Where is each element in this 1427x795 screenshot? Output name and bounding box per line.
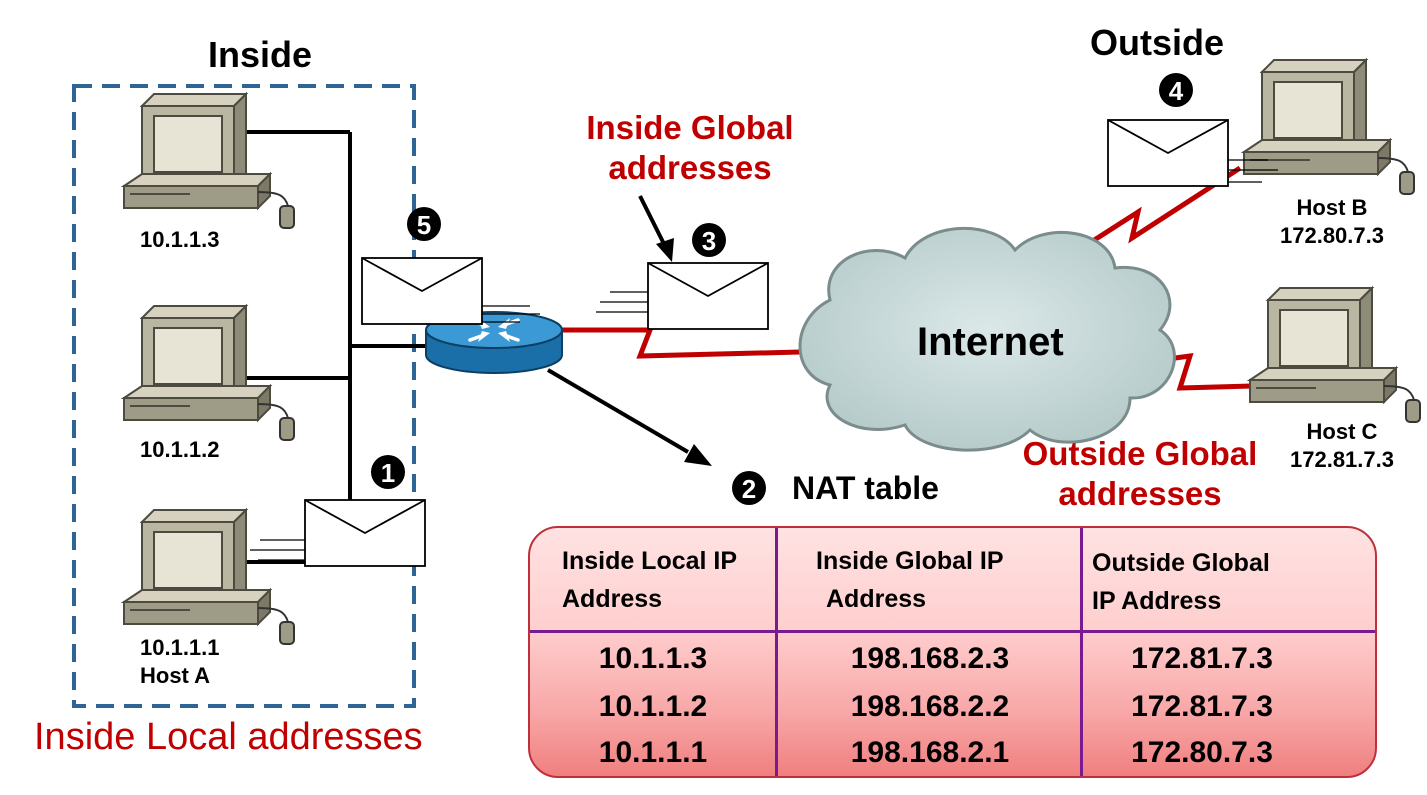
host-ip-10-1-1-3: 10.1.1.3 — [140, 227, 220, 252]
step-4-label: 4 — [1169, 76, 1184, 106]
envelope-3 — [596, 262, 769, 330]
host-b-name: Host B — [1296, 195, 1368, 220]
internet-cloud — [798, 226, 1176, 452]
nat-cell: 172.80.7.3 — [1131, 736, 1273, 769]
nat-header-inside-local-line-1: Inside Local IP — [562, 547, 738, 575]
host-a-ip: 10.1.1.1 — [140, 635, 220, 660]
host-ip-10-1-1-2: 10.1.1.2 — [140, 437, 220, 462]
nat-cell: 10.1.1.2 — [598, 690, 708, 723]
outside-global-label: Outside Global addresses — [1000, 434, 1280, 514]
inside-heading: Inside — [208, 34, 313, 75]
nat-header-inside-local-line-2: Address — [562, 585, 663, 613]
host-b-label: Host B 172.80.7.3 — [1262, 194, 1402, 250]
host-c-label: Host C 172.81.7.3 — [1272, 418, 1412, 474]
inside-global-line-2: addresses — [608, 149, 772, 186]
inside-dashed-box — [72, 84, 416, 708]
step-1-label: 1 — [381, 458, 395, 488]
inside-pc-1 — [123, 93, 295, 229]
outside-heading: Outside — [1090, 22, 1225, 63]
outside-global-line-1: Outside Global — [1022, 435, 1258, 472]
host-b-pc — [1243, 59, 1415, 195]
nat-header-inside-local: Inside Local IP Address — [562, 542, 737, 618]
outside-global-line-2: addresses — [1058, 475, 1222, 512]
nat-header-inside-global: Inside Global IP Address — [816, 542, 1004, 618]
host-b-ip: 172.80.7.3 — [1280, 223, 1384, 248]
step-badge-5: 5 — [407, 207, 441, 241]
step-3-label: 3 — [702, 226, 716, 256]
nat-table-col-divider — [775, 528, 778, 776]
internet-label: Internet — [917, 320, 1064, 364]
nat-arrow — [546, 368, 712, 466]
nat-table-col-divider — [1080, 528, 1083, 776]
router — [425, 311, 563, 374]
nat-cell: 198.168.2.2 — [850, 690, 1010, 723]
inside-global-label: Inside Global addresses — [560, 108, 820, 188]
step-5-label: 5 — [417, 210, 431, 240]
nat-header-inside-global-line-2: Address — [826, 585, 927, 613]
inside-local-label: Inside Local addresses — [34, 716, 423, 758]
inside-global-line-1: Inside Global — [586, 109, 794, 146]
host-c-ip: 172.81.7.3 — [1290, 447, 1394, 472]
nat-cell: 198.168.2.3 — [850, 642, 1010, 675]
inside-pc-2 — [123, 305, 295, 441]
step-badge-1: 1 — [371, 455, 405, 489]
inside-global-arrow — [638, 195, 674, 262]
step-badge-3: 3 — [692, 223, 726, 257]
step-badge-2: 2 — [732, 471, 766, 505]
nat-header-outside-global-line-2: IP Address — [1092, 587, 1222, 615]
step-badge-4: 4 — [1159, 73, 1193, 107]
nat-cell: 10.1.1.1 — [598, 736, 708, 769]
nat-cell: 172.81.7.3 — [1131, 642, 1273, 675]
nat-cell: 172.81.7.3 — [1131, 690, 1273, 723]
host-a-name: Host A — [140, 663, 211, 688]
inside-pc-3 — [123, 509, 295, 645]
nat-header-outside-global: Outside Global IP Address — [1092, 544, 1270, 620]
nat-table-row-divider — [530, 630, 1375, 633]
nat-cell: 10.1.1.3 — [598, 642, 708, 675]
host-c-pc — [1249, 287, 1421, 423]
host-c-name: Host C — [1306, 419, 1378, 444]
envelope-1 — [250, 499, 426, 567]
nat-header-outside-global-line-1: Outside Global — [1092, 549, 1270, 577]
nat-header-inside-global-line-1: Inside Global IP — [816, 547, 1004, 575]
nat-table-title: NAT table — [792, 470, 939, 506]
step-2-label: 2 — [742, 474, 756, 504]
host-a-label: 10.1.1.1 Host A — [140, 634, 220, 690]
nat-cell: 198.168.2.1 — [850, 736, 1010, 769]
envelope-4 — [1107, 119, 1278, 187]
envelope-5 — [361, 257, 540, 325]
nat-table: Inside Local IP Address Inside Global IP… — [528, 526, 1377, 778]
